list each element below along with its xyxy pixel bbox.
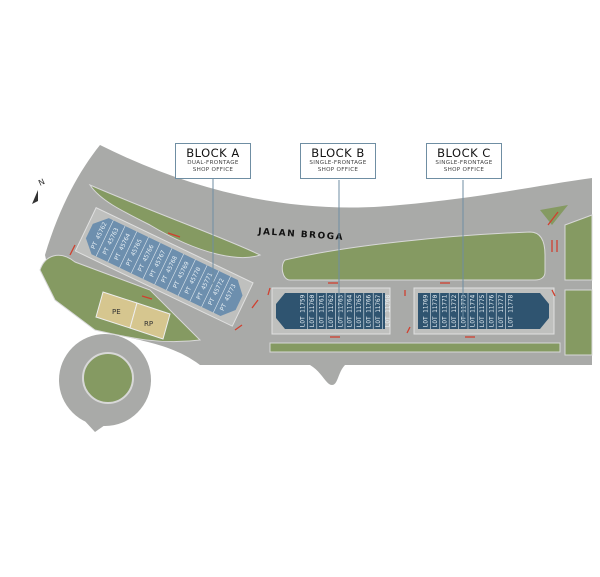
rp-label: RP <box>144 320 153 328</box>
lot-label[interactable]: LOT 11767 <box>375 294 382 327</box>
lot-label[interactable]: LOT 11774 <box>470 294 477 327</box>
block-b-type-line2: SHOP OFFICE <box>317 167 359 173</box>
lot-label[interactable]: LOT 11769 <box>423 294 430 327</box>
green-strip-bottom <box>269 342 561 353</box>
block-c-parcel[interactable] <box>418 293 549 329</box>
roundabout-exit <box>70 400 105 432</box>
lot-label[interactable]: LOT 11760 <box>309 294 316 327</box>
block-b-parcel[interactable] <box>276 293 385 329</box>
green-right <box>564 214 593 356</box>
block-a-callout: BLOCK A DUAL-FRONTAGE SHOP OFFICE <box>175 143 251 179</box>
block-a-type-line1: DUAL-FRONTAGE <box>187 160 239 166</box>
lot-label[interactable]: LOT 11765 <box>356 294 363 327</box>
lot-label[interactable]: LOT 11773 <box>460 294 467 327</box>
north-arrow: N <box>32 177 46 204</box>
lot-label[interactable]: LOT 11764 <box>347 294 354 327</box>
block-b-type-line1: SINGLE-FRONTAGE <box>309 160 367 166</box>
block-b-callout: BLOCK B SINGLE-FRONTAGE SHOP OFFICE <box>300 143 376 179</box>
lot-divider <box>213 276 231 313</box>
lot-divider <box>166 253 184 291</box>
block-b-title: BLOCK B <box>311 146 365 160</box>
roundabout-island <box>82 352 134 404</box>
lot-label[interactable]: LOT 11776 <box>489 294 496 327</box>
lot-label[interactable]: LOT 11770 <box>432 294 439 327</box>
rp-substation[interactable] <box>129 302 171 340</box>
lot-label[interactable]: LOT 11762 <box>328 294 335 327</box>
lot-divider <box>142 242 161 280</box>
lot-label[interactable]: LOT 11759 <box>300 294 307 327</box>
block-c-type-line1: SINGLE-FRONTAGE <box>435 160 493 166</box>
green-median-b <box>281 231 546 281</box>
pe-label: PE <box>112 308 121 316</box>
green-verge-top <box>88 183 262 258</box>
lot-label[interactable]: LOT 11777 <box>498 294 505 327</box>
block-c-title: BLOCK C <box>437 146 491 160</box>
lot-divider <box>95 220 114 257</box>
lot-label[interactable]: LOT 11766 <box>366 294 373 327</box>
block-a-type-line2: SHOP OFFICE <box>192 167 234 173</box>
green-triangle <box>540 205 568 225</box>
block-c-type-line2: SHOP OFFICE <box>443 167 485 173</box>
lot-label[interactable]: LOT 11768 <box>384 294 391 327</box>
lot-label[interactable]: LOT 11772 <box>451 294 458 327</box>
lot-label[interactable]: LOT 11775 <box>479 294 486 327</box>
lot-divider <box>177 259 196 296</box>
svg-text:N: N <box>37 177 46 188</box>
lot-divider <box>201 270 220 308</box>
lot-divider <box>154 248 173 285</box>
traffic-arrows <box>69 211 559 338</box>
lot-label[interactable]: LOT 11761 <box>319 294 326 327</box>
lot-divider <box>107 225 126 263</box>
lot-divider <box>189 265 208 302</box>
lot-divider <box>119 231 138 268</box>
block-a-parcel[interactable] <box>81 213 248 321</box>
lot-divider <box>130 237 149 274</box>
lot-label[interactable]: LOT 11778 <box>507 294 514 327</box>
lot-label[interactable]: LOT 11771 <box>442 294 449 327</box>
lot-label[interactable]: LOT 11763 <box>337 294 344 327</box>
block-c-callout: BLOCK C SINGLE-FRONTAGE SHOP OFFICE <box>426 143 502 179</box>
block-a-title: BLOCK A <box>186 146 240 160</box>
